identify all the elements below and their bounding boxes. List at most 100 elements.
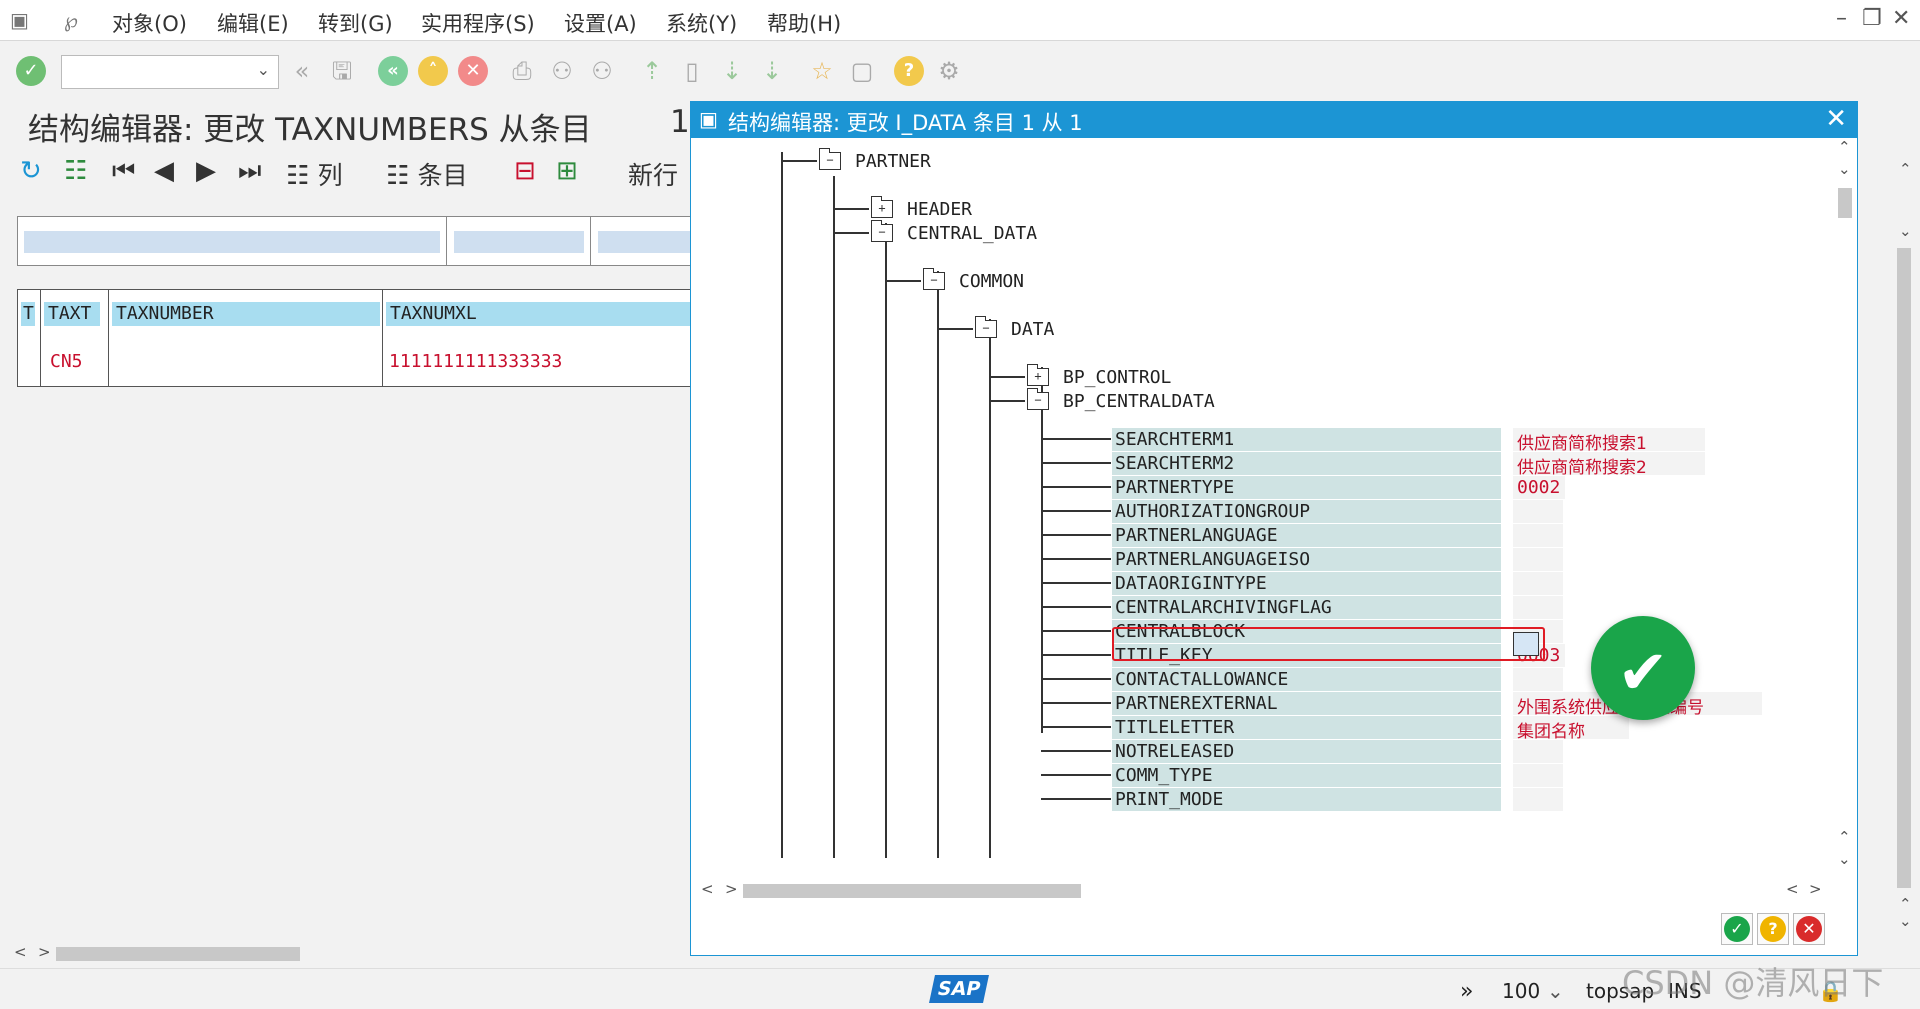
- field-value-input[interactable]: [1513, 716, 1629, 739]
- folder-closed-icon[interactable]: +: [1027, 364, 1049, 386]
- print-icon[interactable]: ⎙: [512, 57, 532, 85]
- centralblock-input[interactable]: [1513, 632, 1539, 656]
- scroll-up-icon[interactable]: ⌃: [1838, 138, 1851, 156]
- scroll-right-icon[interactable]: >: [1809, 880, 1822, 898]
- next-entry-icon[interactable]: ▶: [196, 156, 216, 186]
- field-value-input[interactable]: [1513, 500, 1563, 523]
- scroll-down-icon[interactable]: ⌄: [1838, 850, 1851, 868]
- scroll-thumb[interactable]: [1897, 248, 1911, 888]
- field-value-input[interactable]: [1513, 764, 1563, 787]
- field-value-partnertype[interactable]: 0002: [1517, 477, 1561, 498]
- prev-entry-icon[interactable]: ◀: [154, 156, 174, 186]
- close-icon[interactable]: ✕: [1825, 104, 1847, 134]
- refresh-icon[interactable]: ↻: [20, 156, 42, 186]
- field-value-input[interactable]: [1513, 524, 1563, 547]
- scroll-down-icon[interactable]: ⌄: [1838, 160, 1851, 178]
- tree-node-bp-centraldata[interactable]: BP_CENTRALDATA: [1063, 391, 1215, 412]
- menu-exit-icon[interactable]: ▣: [10, 8, 29, 32]
- field-value-searchterm2[interactable]: 供应商简称搜索2: [1517, 458, 1647, 478]
- cell-taxnumber[interactable]: [114, 348, 376, 372]
- gear-icon[interactable]: ⚙: [938, 57, 960, 85]
- vertical-scrollbar[interactable]: ⌃ ⌄ ⌃ ⌄: [1893, 160, 1920, 940]
- field-value-input[interactable]: [1513, 596, 1563, 619]
- col-header-taxt[interactable]: TAXT: [44, 302, 100, 326]
- first-page-icon[interactable]: ⇡: [641, 57, 663, 85]
- scroll-right-icon[interactable]: >: [38, 943, 51, 961]
- status-expand-icon[interactable]: »: [1460, 979, 1474, 1004]
- folder-open-icon[interactable]: −: [975, 316, 997, 338]
- scroll-right-icon[interactable]: >: [725, 880, 738, 898]
- close-window-icon[interactable]: ✕: [1892, 6, 1911, 31]
- insert-row-icon[interactable]: ⊞: [556, 156, 578, 186]
- menu-settings[interactable]: 设置(A): [564, 12, 637, 36]
- tree-node-bp-control[interactable]: BP_CONTROL: [1063, 367, 1172, 388]
- scroll-left-icon[interactable]: <: [14, 943, 27, 961]
- header-field-3[interactable]: [598, 231, 698, 253]
- menu-help[interactable]: 帮助(H): [767, 12, 842, 36]
- menu-goto[interactable]: 转到(G): [318, 12, 393, 36]
- folder-open-icon[interactable]: −: [871, 220, 893, 242]
- chevron-down-icon[interactable]: ⌄: [1547, 979, 1564, 1003]
- save-icon[interactable]: 🖫: [331, 57, 353, 85]
- field-value-input[interactable]: [1513, 788, 1563, 811]
- scroll-left-icon[interactable]: <: [1786, 880, 1799, 898]
- entry-button[interactable]: ☷ 条目: [386, 156, 468, 192]
- scroll-down-icon[interactable]: ⌄: [1899, 222, 1912, 240]
- prev-page-icon[interactable]: ▯: [685, 57, 699, 85]
- input-mode[interactable]: INS: [1668, 979, 1702, 1003]
- tree-node-header[interactable]: HEADER: [907, 199, 973, 220]
- scroll-up-icon[interactable]: ⌃: [1899, 895, 1912, 913]
- scroll-left-icon[interactable]: <: [701, 880, 714, 898]
- tree-node-central-data[interactable]: CENTRAL_DATA: [907, 223, 1038, 244]
- field-value-input[interactable]: [1513, 476, 1565, 499]
- help-icon[interactable]: ?: [894, 56, 924, 86]
- back-icon[interactable]: «: [378, 56, 408, 86]
- field-value-searchterm1[interactable]: 供应商简称搜索1: [1517, 434, 1647, 454]
- create-session-icon[interactable]: ☆: [811, 57, 833, 85]
- minimize-icon[interactable]: –: [1836, 6, 1847, 31]
- menu-object[interactable]: 对象(O): [112, 12, 187, 36]
- back-double-icon[interactable]: «: [294, 57, 310, 85]
- scroll-up-icon[interactable]: ⌃: [1838, 828, 1851, 846]
- folder-closed-icon[interactable]: +: [871, 196, 893, 218]
- cancel-button[interactable]: ✕: [1793, 913, 1825, 945]
- menu-utilities[interactable]: 实用程序(S): [421, 12, 535, 36]
- col-header-t[interactable]: T: [21, 302, 35, 326]
- new-row-button[interactable]: 新行: [628, 156, 678, 192]
- tree-node-common[interactable]: COMMON: [959, 271, 1025, 292]
- scroll-down-icon[interactable]: ⌄: [1899, 912, 1912, 930]
- dialog-vertical-scrollbar[interactable]: ⌃ ⌄ ⌃ ⌄: [1834, 138, 1856, 878]
- field-value-input[interactable]: [1513, 452, 1705, 475]
- field-value-input[interactable]: [1513, 572, 1563, 595]
- delete-row-icon[interactable]: ⊟: [514, 156, 536, 186]
- menu-system[interactable]: 系统(Y): [666, 12, 738, 36]
- menu-edit[interactable]: 编辑(E): [217, 12, 289, 36]
- header-field-1[interactable]: [24, 231, 440, 253]
- folder-open-icon[interactable]: −: [1027, 388, 1049, 410]
- command-field[interactable]: ⌄: [61, 55, 279, 89]
- shortcut-icon[interactable]: ▢: [850, 57, 874, 85]
- dialog-horizontal-scrollbar[interactable]: < > < >: [691, 878, 1857, 902]
- zoom-level[interactable]: 100: [1502, 979, 1541, 1003]
- first-entry-icon[interactable]: ⏮: [112, 156, 136, 186]
- header-field-2[interactable]: [454, 231, 584, 253]
- exit-icon[interactable]: ˄: [418, 56, 448, 86]
- enter-icon[interactable]: ✓: [16, 56, 46, 86]
- chevron-down-icon[interactable]: ⌄: [256, 60, 270, 79]
- confirm-button[interactable]: ✓: [1721, 913, 1753, 945]
- folder-open-icon[interactable]: −: [923, 268, 945, 290]
- menu-p-icon[interactable]: ℘: [64, 8, 78, 32]
- cancel-icon[interactable]: ✕: [458, 56, 488, 86]
- find-icon[interactable]: ⚇: [551, 57, 573, 85]
- scroll-thumb[interactable]: [56, 947, 300, 961]
- col-header-taxnumxl[interactable]: TAXNUMXL: [386, 302, 708, 326]
- restore-icon[interactable]: ❐: [1862, 6, 1882, 31]
- tree-node-data[interactable]: DATA: [1011, 319, 1055, 340]
- field-value-input[interactable]: [1513, 668, 1563, 691]
- find-next-icon[interactable]: ⚇: [591, 57, 613, 85]
- col-header-taxnumber[interactable]: TAXNUMBER: [112, 302, 380, 326]
- cell-taxnumxl[interactable]: 1111111111333333: [389, 351, 563, 372]
- help-button[interactable]: ?: [1757, 913, 1789, 945]
- next-page-icon[interactable]: ⇣: [721, 57, 743, 85]
- scroll-up-icon[interactable]: ⌃: [1899, 160, 1912, 178]
